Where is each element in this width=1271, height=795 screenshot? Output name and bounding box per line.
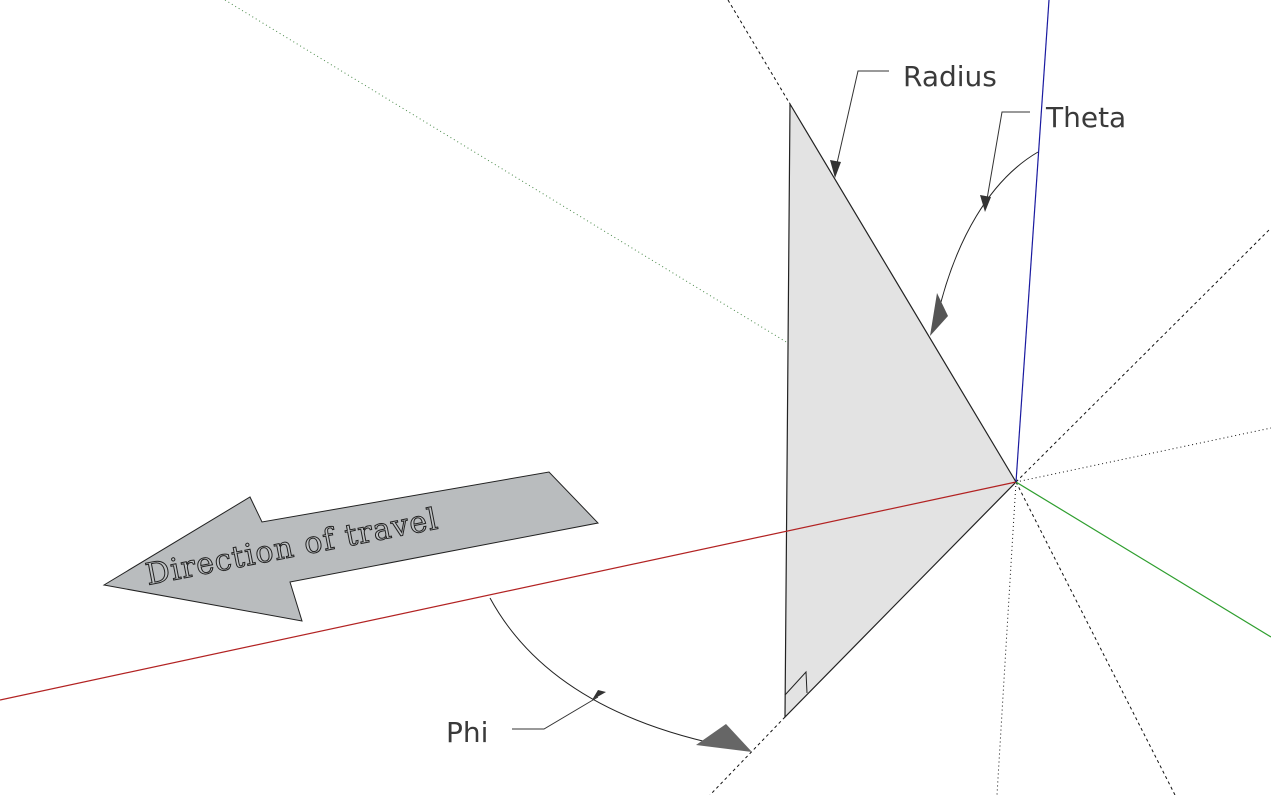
y-axis [1015, 481, 1271, 638]
right-angle-marker [784, 670, 808, 696]
phi-annotation: Phi [446, 597, 752, 752]
theta-leader-line [985, 111, 1030, 206]
radius-annotation: Radius [830, 60, 997, 178]
theta-arc [936, 151, 1039, 319]
direction-arrow-shape [102, 471, 599, 622]
guide-dashed-right [1015, 227, 1271, 483]
radius-leader-line [834, 70, 889, 173]
guide-lines [224, 0, 1271, 795]
radius-label: Radius [903, 60, 997, 93]
theta-annotation: Theta [930, 101, 1126, 336]
guide-dashed-lower-right [1015, 481, 1176, 795]
phi-leader-line [512, 696, 599, 730]
phi-label: Phi [446, 716, 488, 749]
phi-arc-arrowhead [696, 724, 752, 752]
guide-dashed-phi [709, 716, 786, 795]
direction-arrow: Direction of travel [102, 471, 599, 622]
guide-dashed-upper [727, 0, 791, 105]
phi-arc [489, 597, 736, 749]
phi-leader-arrowhead [592, 690, 606, 700]
theta-label: Theta [1045, 101, 1126, 134]
theta-arc-arrowhead [930, 293, 948, 336]
z-axis [1015, 0, 1050, 483]
theta-leader-arrowhead [980, 195, 991, 212]
x-axis [0, 481, 1017, 701]
radius-triangle [784, 101, 1017, 719]
radius-leader-arrowhead [830, 160, 841, 178]
guide-dotted-down [996, 481, 1017, 795]
guide-dotted-right [1015, 427, 1271, 483]
